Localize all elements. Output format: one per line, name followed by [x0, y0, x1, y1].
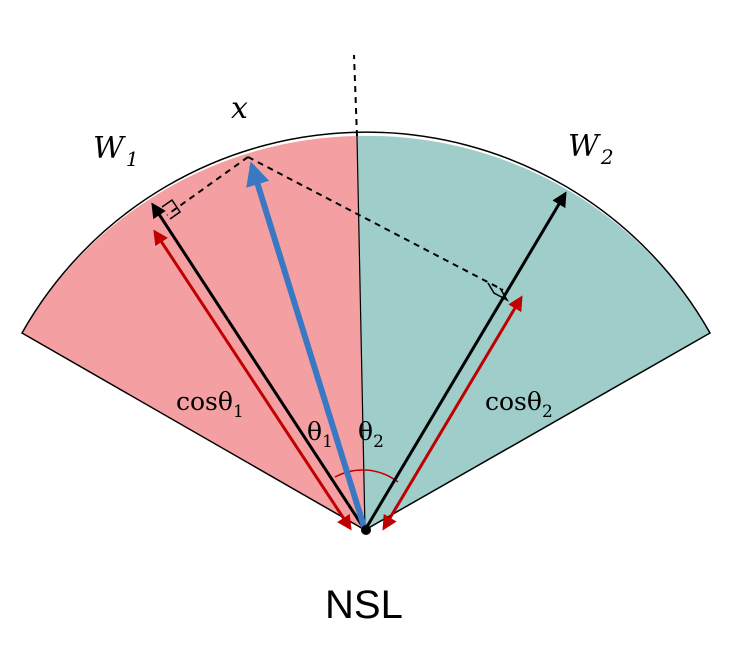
- origin-point: [361, 525, 371, 535]
- right-sector: [357, 135, 710, 530]
- nsl-label: NSL: [325, 583, 403, 627]
- theta1-label: θ1: [307, 417, 333, 452]
- right-angle-marker-w1: [161, 198, 182, 220]
- weight-arrow-w2: [363, 191, 567, 531]
- cos-arrow-w1: [153, 229, 352, 531]
- cos2-label: cosθ2: [485, 387, 553, 422]
- theta2-label: θ2: [358, 417, 384, 452]
- sector-divider: [356, 135, 366, 531]
- x-label: x: [231, 91, 248, 126]
- cos2-subscript: 2: [542, 402, 553, 422]
- cos1-label: cosθ1: [176, 387, 244, 422]
- sector-outline: [20, 131, 712, 531]
- weight-arrow-w1: [151, 202, 367, 531]
- feature-arrow-x: [246, 161, 368, 531]
- theta1-subscript: 1: [322, 432, 333, 452]
- w2-subscript: 2: [600, 145, 614, 169]
- projection-line-w1: [166, 156, 249, 216]
- theta2-subscript: 2: [373, 432, 384, 452]
- w1-subscript: 1: [126, 147, 139, 171]
- cos-arrow-w2: [382, 295, 523, 531]
- projection-line-w2: [247, 156, 504, 291]
- cos1-subscript: 1: [233, 402, 244, 422]
- dashed-boundary-line: [353, 54, 358, 137]
